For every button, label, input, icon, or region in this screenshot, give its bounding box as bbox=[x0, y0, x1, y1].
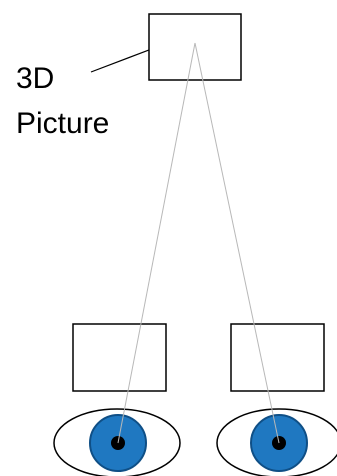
3d-picture-box bbox=[148, 13, 242, 81]
right-eye-icon bbox=[216, 408, 337, 476]
right-sight-line bbox=[194, 42, 280, 444]
right-view-box bbox=[230, 323, 325, 392]
label-picture: Picture bbox=[16, 107, 109, 140]
label-3d: 3D bbox=[16, 62, 54, 95]
left-sight-line bbox=[117, 42, 196, 444]
left-eye-icon bbox=[53, 408, 181, 476]
left-view-box bbox=[72, 323, 167, 392]
